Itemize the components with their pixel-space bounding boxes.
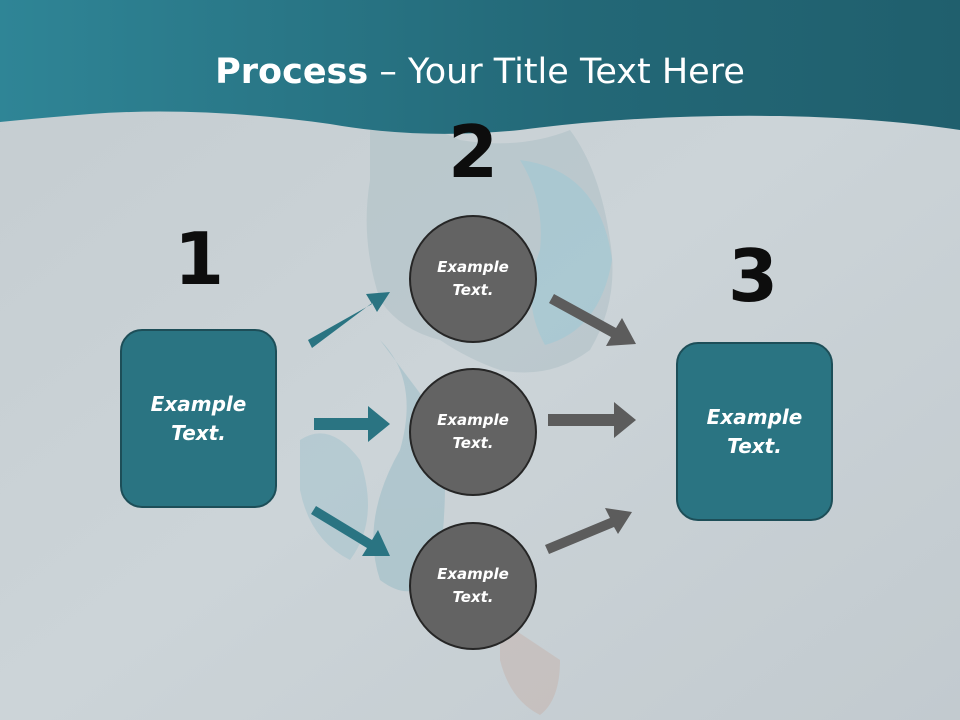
- arrow-middle-to-right: [548, 402, 636, 438]
- circle-bottom-text: Example Text.: [437, 565, 509, 606]
- header-band: [0, 0, 960, 134]
- arrow-bottom-to-right: [545, 508, 632, 554]
- circle-bottom: Example Text.: [409, 522, 537, 650]
- circle-top: Example Text.: [409, 215, 537, 343]
- arrow-top-to-right: [549, 294, 636, 346]
- step-number-3: 3: [727, 234, 779, 318]
- box-step-1: Example Text.: [120, 329, 277, 508]
- step-number-1: 1: [173, 217, 225, 301]
- arrow-left-to-middle: [314, 406, 390, 442]
- step-number-2: 2: [447, 110, 499, 194]
- title-rest: – Your Title Text Here: [368, 52, 745, 92]
- arrow-left-to-bottom: [311, 506, 390, 556]
- box-step-1-text: Example Text.: [150, 391, 247, 445]
- slide-title: Process – Your Title Text Here: [0, 52, 960, 92]
- box-step-3: Example Text.: [676, 342, 833, 521]
- arrow-left-to-top: [308, 292, 390, 348]
- box-step-3-text: Example Text.: [706, 404, 803, 458]
- circle-top-text: Example Text.: [437, 258, 509, 299]
- circle-middle: Example Text.: [409, 368, 537, 496]
- title-bold: Process: [215, 52, 369, 92]
- circle-middle-text: Example Text.: [437, 411, 509, 452]
